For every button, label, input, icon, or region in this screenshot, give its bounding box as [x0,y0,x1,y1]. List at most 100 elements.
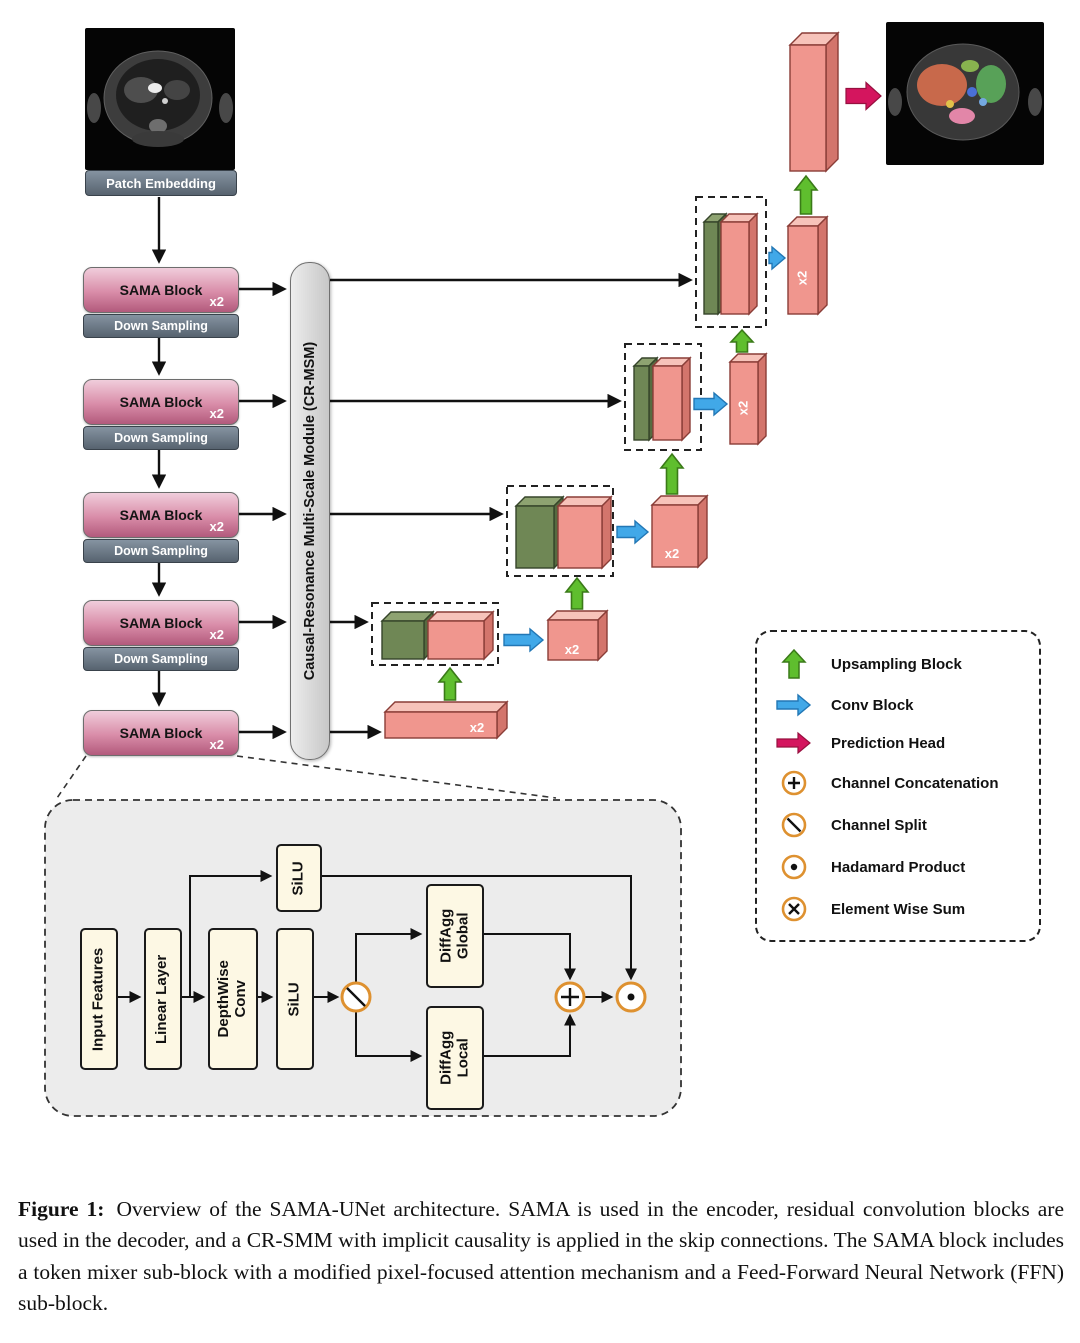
concat-box-level2 [624,343,702,451]
upsampling-arrow-icon [757,649,831,679]
legend-item-elementwise-sum: Element Wise Sum [757,895,1039,923]
patch-embedding-text: Patch Embedding [106,175,216,191]
multiplier-label: x2 [794,271,809,285]
multiplier-label: x2 [209,294,224,309]
down-sampling-3: Down Sampling [83,539,239,563]
sama-block-2: SAMA Block x2 [83,379,239,425]
conv-output-box-level3 [650,494,709,569]
linear-layer-box: Linear Layer [144,928,182,1070]
upsampling-arrow-3 [659,452,685,495]
conv-arrow-level3 [616,519,650,545]
legend-label: Channel Concatenation [831,774,999,792]
upsampling-arrow-2 [564,576,590,610]
upsampling-arrow-1 [437,666,463,701]
diffagg-global-line1: DiffAgg [437,908,455,964]
sama-block-3: SAMA Block x2 [83,492,239,538]
diffagg-local-line1: DiffAgg [437,1030,455,1086]
legend-item-prediction: Prediction Head [757,731,1039,755]
circle-slash-icon [757,811,831,839]
sama-block-1: SAMA Block x2 [83,267,239,313]
conv-output-box-level2 [728,352,768,446]
diffagg-local-label: DiffAgg Local [437,1030,472,1086]
input-features-box: Input Features [80,928,118,1070]
diffagg-local-box: DiffAgg Local [426,1006,484,1110]
cr-msm-label: Causal-Resonance Multi-Scale Module (CR-… [302,341,318,681]
legend-label: Prediction Head [831,734,946,752]
circle-plus-icon [757,769,831,797]
concat-box-level4 [371,602,499,666]
down-sampling-1: Down Sampling [83,314,239,338]
legend-label: Channel Split [831,816,927,834]
legend-item-concatenation: Channel Concatenation [757,769,1039,797]
prediction-arrow-icon [757,731,831,755]
upsampled-feature-box-level3 [556,495,613,570]
multiplier-label: x2 [209,406,224,421]
legend-item-split: Channel Split [757,811,1039,839]
block-expansion-line-right [236,755,557,799]
caption-prefix: Figure 1: [18,1196,105,1221]
multiplier-label: x2 [209,627,224,642]
conv-output-box-level1 [786,215,829,316]
depthwise-line1: DepthWise [215,960,233,1038]
concat-box-level3 [506,485,614,577]
detail-gate-to-hadamard [318,875,637,981]
detail-global-to-concat [480,933,576,981]
final-feature-box [788,31,840,173]
channel-split-symbol [340,981,372,1013]
legend-label: Conv Block [831,696,914,714]
cr-msm-module: Causal-Resonance Multi-Scale Module (CR-… [290,262,330,760]
diffagg-global-line2: Global [454,912,471,960]
input-features-label: Input Features [89,947,107,1051]
sama-block-label: SAMA Block [119,615,203,631]
multiplier-label: x2 [470,720,484,735]
diffagg-global-box: DiffAgg Global [426,884,484,988]
multiplier-label: x2 [209,737,224,752]
detail-split-to-diffagg-global [355,928,423,983]
down-sampling-label: Down Sampling [114,431,208,445]
figure-caption: Figure 1:Overview of the SAMA-UNet archi… [18,1194,1064,1320]
upsampled-feature-box-level2 [651,356,692,442]
skip-feature-box-level3 [514,495,565,570]
upsampling-arrow-4 [729,328,755,353]
circle-cross-icon [757,895,831,923]
conv-arrow-level2 [693,391,729,417]
conv-arrow-level4 [503,627,545,653]
concat-box-level1 [695,196,767,328]
conv-arrow-level1 [768,245,787,271]
legend-box: Upsampling Block Conv Block Prediction H… [755,630,1041,942]
depthwise-conv-label: DepthWise Conv [215,960,250,1038]
input-ct-image [85,28,235,170]
segmentation-illustration [886,22,1044,165]
upsampled-feature-box-level1 [719,212,759,316]
conv-output-box-level4 [546,609,609,662]
multiplier-label: x2 [735,401,750,415]
detail-split-to-diffagg-local [355,1011,423,1062]
sama-block-label: SAMA Block [119,507,203,523]
linear-layer-label: Linear Layer [153,954,171,1044]
sama-block-5: SAMA Block x2 [83,710,239,756]
legend-label: Upsampling Block [831,655,962,673]
diffagg-local-line2: Local [454,1038,471,1078]
down-sampling-label: Down Sampling [114,652,208,666]
skip-feature-box-level4 [380,610,435,661]
upsampled-feature-box-level4 [426,610,495,661]
input-ct-illustration [85,28,235,170]
multiplier-label: x2 [565,642,579,657]
legend-label: Hadamard Product [831,858,966,876]
legend-label: Element Wise Sum [831,900,966,918]
channel-concat-symbol [554,981,586,1013]
detail-local-to-concat [480,1013,576,1057]
detail-branch-to-silu-gate [189,870,273,997]
conv-arrow-icon [757,693,831,717]
legend-item-hadamard: Hadamard Product [757,853,1039,881]
caption-text: Overview of the SAMA-UNet architecture. … [18,1196,1065,1316]
down-sampling-2: Down Sampling [83,426,239,450]
silu-gate-label: SiLU [289,860,307,896]
legend-item-conv: Conv Block [757,693,1039,717]
silu-gate-box: SiLU [276,844,322,912]
silu-box: SiLU [276,928,314,1070]
down-sampling-4: Down Sampling [83,647,239,671]
down-sampling-label: Down Sampling [114,544,208,558]
